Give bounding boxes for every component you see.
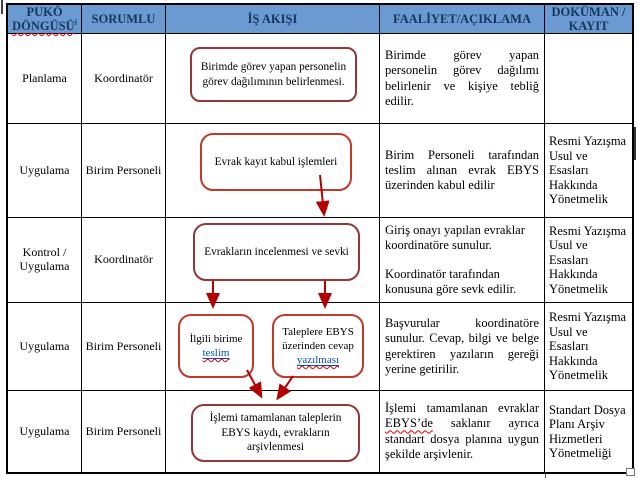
- flow-cell-row5: [166, 391, 380, 472]
- cycle-cell-row5: Uygulama: [8, 391, 82, 472]
- flow-cell-row1: [166, 34, 380, 124]
- gridline-stub-bottom: [545, 473, 546, 478]
- flow-box-evrak-kayit: Evrak kayıt kabul işlemleri: [200, 133, 352, 191]
- header-cycle-line2: DÖNGÜSÜi: [12, 17, 77, 34]
- yazilmasi-link[interactable]: yazılması: [296, 354, 340, 367]
- flow-box-ebys-arsiv: İşlemi tamamlanan taleplerin EBYS kaydı,…: [191, 404, 360, 462]
- header-flow: İŞ AKIŞI: [166, 5, 380, 34]
- cycle-cell-row3: Kontrol / Uygulama: [8, 218, 82, 303]
- flow-cell-row2: [166, 124, 380, 218]
- flow-box-4b-text: Taleplere EBYS üzerinden cevap: [282, 325, 354, 352]
- cycle-cell-row4: Uygulama: [8, 303, 82, 391]
- document-cell-row3: Resmi Yazışma Usul ve Esasları Hakkında …: [545, 218, 632, 303]
- document-cell-row2: Resmi Yazışma Usul ve Esasları Hakkında …: [545, 124, 632, 218]
- activity-cell-row4: Başvurular koordinatöre sunulur. Cevap, …: [380, 303, 545, 391]
- document-cell-row4: Resmi Yazışma Usul ve Esasları Hakkında …: [545, 303, 632, 391]
- activity-text-row1: Birimde görev yapan personelin görev dağ…: [385, 48, 539, 108]
- activity-text-row5-post: saklanır ayrıca standart dosya planına u…: [385, 416, 539, 461]
- activity-text-row5-misspelled: EBYS’de: [385, 416, 433, 431]
- header-cycle-word: DÖNGÜSÜ: [12, 19, 75, 34]
- activity-cell-row5: İşlemi tamamlanan evraklar EBYS’de sakla…: [380, 391, 545, 472]
- activity-cell-row3: Giriş onayı yapılan evraklar koordinatör…: [380, 218, 545, 303]
- flow-box-ilgili-birime-teslim: İlgili birime teslim: [178, 314, 254, 378]
- header-document-line2: KAYIT: [568, 19, 609, 33]
- header-document-line1: DOKÜMAN /: [551, 5, 626, 19]
- flow-cell-row4: [166, 303, 380, 391]
- process-table: PUKÖ DÖNGÜSÜi SORUMLU İŞ AKIŞI FAALİYET/…: [6, 3, 634, 474]
- responsible-cell-row5: Birim Personeli: [82, 391, 166, 472]
- flow-box-taleplere-cevap: Taleplere EBYS üzerinden cevap yazılması: [272, 314, 364, 378]
- flow-cell-row3: [166, 218, 380, 303]
- responsible-cell-row3: Koordinatör: [82, 218, 166, 303]
- flow-box-4a-linkwrap: teslim: [203, 346, 230, 360]
- page-edge-artifact-topleft: [1, 0, 3, 14]
- activity-text-row2: Birim Personeli tarafından teslim alınan…: [385, 147, 539, 193]
- teslim-link[interactable]: teslim: [202, 347, 230, 359]
- flow-box-evrak-inceleme: Evrakların incelenmesi ve sevki: [193, 223, 360, 281]
- flow-box-gorev-dagilimi: Birimde görev yapan personelin görev dağ…: [190, 47, 357, 102]
- activity-cell-row2: Birim Personeli tarafından teslim alınan…: [380, 124, 545, 218]
- cycle-cell-row1: Planlama: [8, 34, 82, 124]
- page-edge-artifact-right: [634, 127, 636, 160]
- header-activity: FAALİYET/AÇIKLAMA: [380, 5, 545, 34]
- header-cycle: PUKÖ DÖNGÜSÜi: [8, 5, 82, 34]
- document-cell-row5: Standart Dosya Planı Arşiv Hizmetleri Yö…: [549, 402, 626, 461]
- misspell-wrap: teslim: [203, 347, 230, 359]
- table-resize-handle[interactable]: [626, 468, 635, 476]
- activity-text-row3-p2: Koordinatör tarafından konusuna göre sev…: [385, 266, 517, 296]
- responsible-cell-row4: Birim Personeli: [82, 303, 166, 391]
- activity-text-row3-p1: Giriş onayı yapılan evraklar koordinatör…: [385, 223, 525, 253]
- document-cell-row1: [545, 34, 632, 124]
- cycle-cell-row2: Uygulama: [8, 124, 82, 218]
- responsible-cell-row1: Koordinatör: [82, 34, 166, 124]
- flow-box-4b-linkwrap: yazılması: [297, 353, 339, 367]
- header-cycle-line1: PUKÖ: [26, 4, 63, 19]
- activity-text-row5: İşlemi tamamlanan evraklar EBYS’de sakla…: [385, 401, 539, 462]
- misspell-wrap: yazılması: [297, 354, 339, 366]
- activity-text-row5-pre: İşlemi tamamlanan evraklar: [385, 401, 539, 415]
- activity-text-row4: Başvurular koordinatöre sunulur. Cevap, …: [385, 316, 539, 376]
- header-document: DOKÜMAN / KAYIT: [545, 5, 632, 34]
- activity-cell-row1: Birimde görev yapan personelin görev dağ…: [380, 34, 545, 124]
- header-responsible: SORUMLU: [82, 5, 166, 34]
- flow-box-4a-text: İlgili birime: [189, 332, 243, 345]
- footnote-marker: i: [74, 17, 77, 27]
- responsible-cell-row2: Birim Personeli: [82, 124, 166, 218]
